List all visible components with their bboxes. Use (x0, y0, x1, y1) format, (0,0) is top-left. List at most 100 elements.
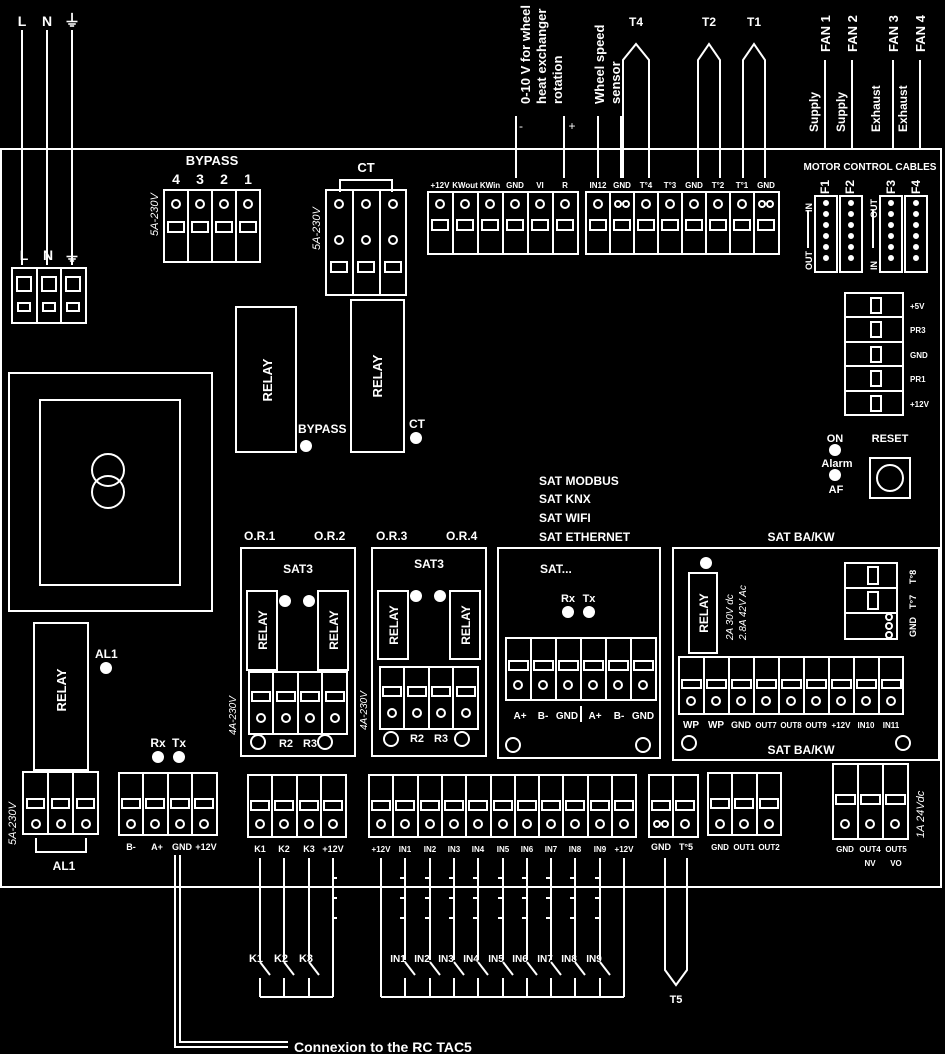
sensor-t2: T2 (702, 15, 716, 29)
sat-generic-t2: GND (556, 711, 578, 722)
in-term-9: IN9 (594, 845, 607, 854)
sat3a-relay-right: RELAY (327, 610, 341, 650)
bypass-title: BYPASS (186, 153, 239, 168)
al1-relay-label: RELAY (54, 668, 69, 711)
wheel-speed-line2: sensor (608, 61, 623, 104)
fan-cables (824, 60, 921, 148)
switch-in2: IN2 (414, 954, 430, 965)
minus-sign: - (519, 119, 523, 133)
sat3b-title: SAT3 (414, 557, 444, 571)
switch-in8: IN8 (561, 954, 577, 965)
in-term-6: IN6 (521, 845, 534, 854)
k-input-k1: K1 (254, 844, 266, 854)
wheel-speed-line1: Wheel speed (592, 24, 607, 104)
top-wires (515, 42, 766, 178)
fan-port-f1: F1 (818, 180, 832, 194)
pressure-terminal-block (844, 292, 904, 416)
sat3a-rating: 4A-230V (228, 695, 239, 735)
switch-in1: IN1 (390, 954, 406, 965)
wheel-heat-line3: rotation (550, 56, 565, 104)
rs485-tx-label: Tx (172, 736, 186, 750)
sat3a-r2: R2 (279, 738, 293, 750)
out-gnd: GND (711, 843, 729, 852)
fan-3-direction: Exhaust (869, 85, 883, 132)
pressure-pr1: PR1 (910, 375, 926, 384)
sensor-t1: T1 (747, 15, 761, 29)
sat3b-led-2 (434, 590, 446, 602)
fan-in-right: IN (869, 261, 879, 270)
bypass-num-1: 1 (244, 171, 252, 187)
sat-bakw-t7: IN10 (858, 721, 875, 730)
sat-bakw-board (672, 547, 940, 761)
sat3b-r3: R3 (434, 733, 448, 745)
below-board-wiring (174, 855, 688, 1048)
switch-k3: K3 (299, 953, 313, 965)
t5-t5: T°5 (679, 842, 693, 852)
al1-rating: 5A-230V (7, 801, 19, 845)
in-term-8: IN8 (569, 845, 582, 854)
rs485-b: B- (126, 842, 136, 852)
sat3a-or2: O.R.2 (314, 529, 346, 543)
controller-board (0, 148, 942, 888)
power-label-l: L (18, 13, 27, 29)
in-term-2: IN2 (424, 845, 437, 854)
al1-terminal-block (22, 771, 99, 853)
term-b-5: T°2 (712, 181, 725, 190)
sat-bakw-t0: WP (683, 720, 699, 731)
fan-1-direction: Supply (807, 92, 821, 132)
out45-gnd: GND (836, 845, 854, 854)
status-on-led (829, 444, 841, 456)
sat3b-or4: O.R.4 (446, 529, 478, 543)
sat-bakw-t1: WP (708, 720, 724, 731)
term-b-3: T°3 (664, 181, 677, 190)
fan-in-left: IN (804, 203, 814, 212)
sat3a-r3: R3 (303, 738, 317, 750)
status-af-label: AF (829, 484, 844, 496)
out-out1: OUT1 (733, 843, 755, 852)
fan-2-label: FAN 2 (845, 15, 860, 52)
bypass-num-4: 4 (172, 171, 180, 187)
term-a-0: +12V (431, 181, 451, 190)
bypass-num-3: 3 (196, 171, 204, 187)
k-input-k3: K3 (303, 844, 315, 854)
fan-3-label: FAN 3 (886, 15, 901, 52)
transformer (8, 372, 213, 612)
sat3b-led-1 (410, 590, 422, 602)
in-term-4: IN4 (472, 845, 485, 854)
sat-bakw-t2: GND (731, 720, 752, 730)
sat-bakw-t6: +12V (832, 721, 852, 730)
power-supply (11, 30, 87, 324)
sat3b-board (371, 547, 487, 757)
out45-nv: NV (864, 859, 876, 868)
reset-label: RESET (872, 433, 909, 445)
sat-wifi: SAT WIFI (539, 511, 591, 525)
switch-in3: IN3 (438, 954, 454, 965)
ground-symbol-top: ⏚ (64, 12, 80, 30)
status-on-label: ON (827, 433, 844, 445)
status-alarm-label: Alarm (821, 458, 852, 470)
sat3a-title: SAT3 (283, 562, 313, 576)
sat3b-or3: O.R.3 (376, 529, 408, 543)
rs485-tx-led (173, 751, 185, 763)
sat-bakw-t4: OUT8 (780, 721, 802, 730)
sat-generic-title: SAT... (540, 562, 572, 576)
reset-button (869, 457, 911, 499)
sat-generic-rx-led (562, 606, 574, 618)
switch-in6: IN6 (512, 954, 528, 965)
sat-bakw-bottom-title: SAT BA/KW (767, 743, 835, 757)
term-a-2: KWin (480, 181, 500, 190)
sat-bakw-t3: OUT7 (755, 721, 777, 730)
sat3a-led-2 (303, 595, 315, 607)
plus-sign: + (568, 119, 575, 133)
term-b-7: GND (757, 181, 775, 190)
in-term-1: IN1 (399, 845, 412, 854)
sat-ethernet: SAT ETHERNET (539, 530, 631, 544)
bypass-rating: 5A-230V (149, 192, 161, 236)
out45-out4: OUT4 (859, 845, 881, 854)
ct-terminal-block (325, 179, 407, 296)
ct-rating: 5A-230V (311, 206, 323, 250)
out45-rating: 1A 24Vdc (915, 790, 927, 838)
wheel-heat-line1: 0-10 V for wheel (518, 5, 533, 104)
rs485-rx-led (152, 751, 164, 763)
term-b-2: T°4 (640, 181, 653, 190)
